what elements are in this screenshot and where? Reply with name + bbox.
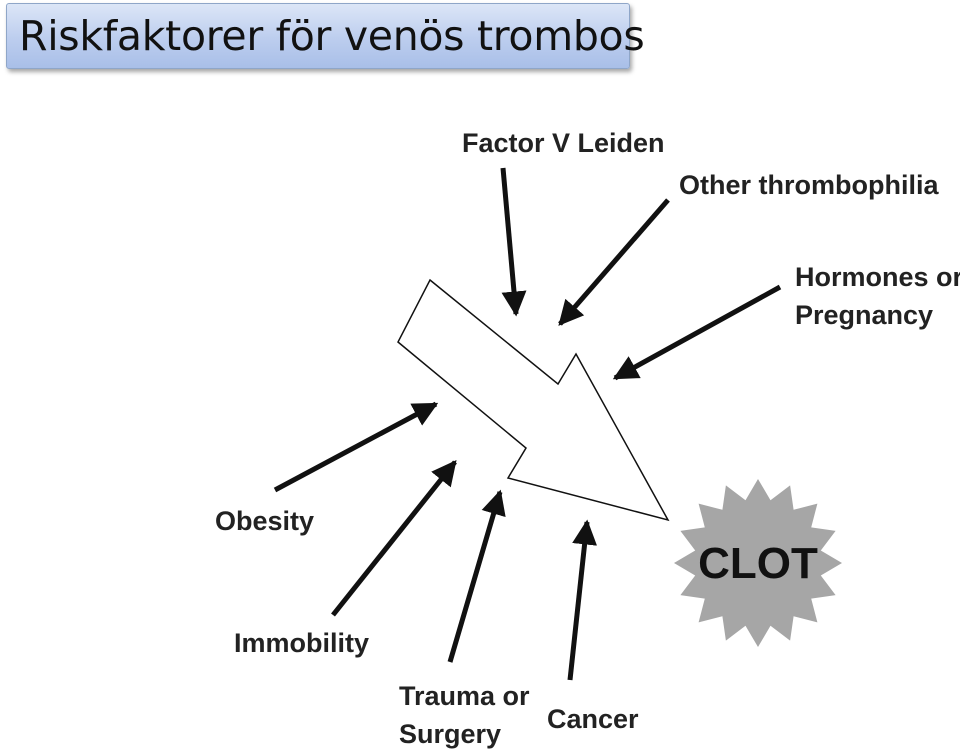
factor-v-leiden-label: Factor V Leiden [462,128,665,158]
trauma-label-line2: Surgery [399,719,501,749]
clot-label: CLOT [698,539,818,588]
factor-v-leiden-arrow-icon [500,167,527,317]
title-banner: Riskfaktorer för venös trombos [6,3,645,69]
trauma-label-line1: Trauma or [399,681,530,711]
obesity-label: Obesity [215,506,314,536]
obesity-arrow-icon [273,401,439,493]
trauma-arrow-icon [447,489,506,663]
immobility-label: Immobility [234,628,369,658]
other-thrombophilia-arrow-icon [558,198,670,326]
other-thrombophilia-label: Other thrombophilia [679,170,939,200]
cancer-arrow-icon [567,519,598,681]
clot-starburst-icon [674,479,842,647]
hormones-arrow-icon [612,284,782,381]
cancer-label: Cancer [547,704,639,734]
immobility-arrow-icon [331,460,457,617]
big-arrow-icon [397,278,670,522]
page-title: Riskfaktorer för venös trombos [19,12,645,60]
hormones-label-line1: Hormones or [795,262,960,292]
hormones-label-line2: Pregnancy [795,300,933,330]
